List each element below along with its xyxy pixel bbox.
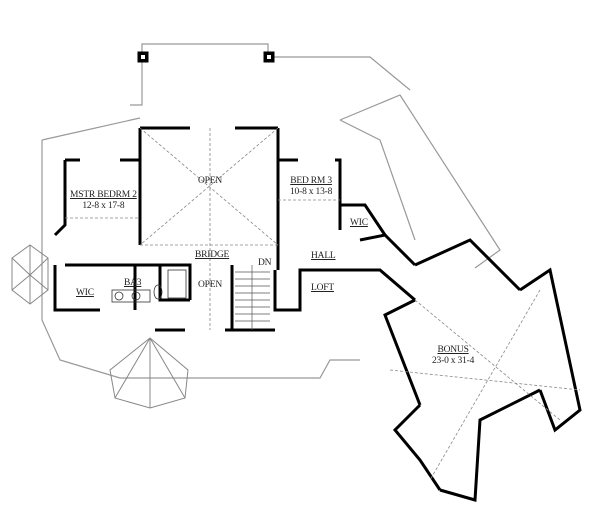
room-name: OPEN [198,176,223,186]
room-label-wic-left: WIC [76,288,94,299]
room-label-dn: DN [258,258,272,269]
room-name: BED RM 3 [290,176,332,186]
room-label-ba3: BA3 [124,278,142,289]
room-label-wic-right: WIC [350,218,368,229]
room-label-open-mid: OPEN [198,280,222,291]
room-dimensions: 12-8 x 17-8 [82,201,125,211]
room-label-open-top: OPEN [198,176,222,187]
room-dimensions: 23-0 x 31-4 [432,356,475,366]
room-name: BA3 [124,278,142,288]
room-name: BONUS [437,345,469,355]
room-label-bed-rm-3: BED RM 3 10-8 x 13-8 [290,176,332,198]
room-name: HALL [311,251,336,261]
room-label-bonus: BONUS 23-0 x 31-4 [432,345,474,367]
room-name: BRIDGE [195,250,230,260]
room-name: LOFT [311,283,334,293]
room-dimensions: 10-8 x 13-8 [290,187,333,197]
room-name: DN [258,258,272,268]
room-name: WIC [350,218,368,228]
room-name: WIC [76,288,94,298]
room-label-hall: HALL [311,251,336,262]
room-label-bridge: BRIDGE [195,250,229,261]
room-name: OPEN [198,280,223,290]
room-label-loft: LOFT [311,283,334,294]
room-label-mstr-bedrm-2: MSTR BEDRM 2 12-8 x 17-8 [70,190,137,212]
room-name: MSTR BEDRM 2 [70,190,137,200]
